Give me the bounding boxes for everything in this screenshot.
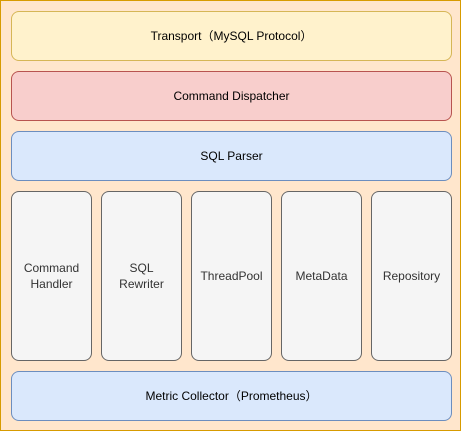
threadpool-module: ThreadPool (191, 191, 272, 361)
sql-parser-layer: SQL Parser (11, 131, 452, 181)
transport-layer: Transport（MySQL Protocol） (11, 11, 452, 61)
command-handler-module: Command Handler (11, 191, 92, 361)
metadata-module: MetaData (281, 191, 362, 361)
repository-module: Repository (371, 191, 452, 361)
metric-collector-layer: Metric Collector（Prometheus） (11, 371, 452, 421)
sql-rewriter-module: SQL Rewriter (101, 191, 182, 361)
command-dispatcher-layer: Command Dispatcher (11, 71, 452, 121)
